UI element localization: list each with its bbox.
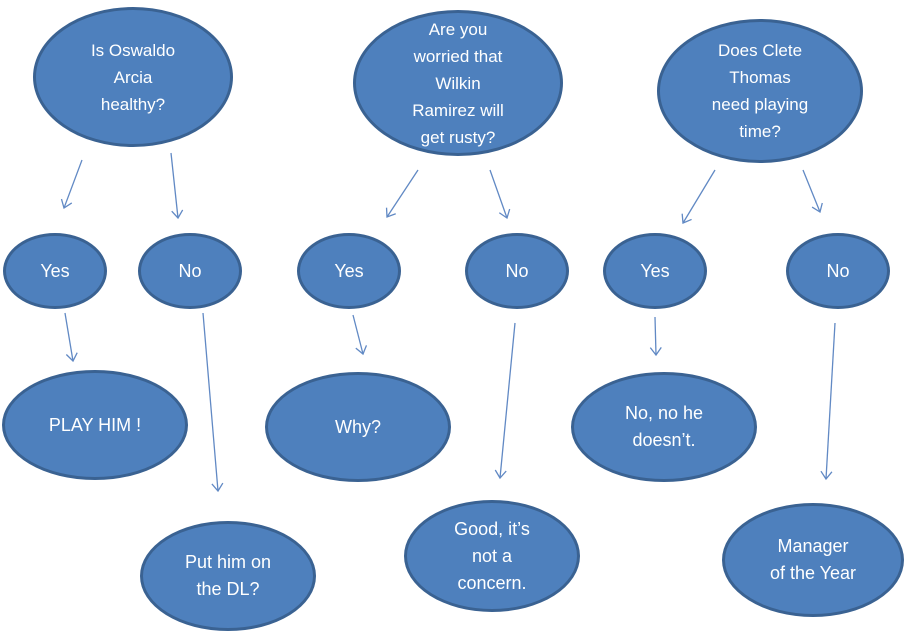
node-yes-2: Yes <box>297 233 401 309</box>
node-label: Good, it’s not a concern. <box>454 518 530 593</box>
arrow-q2-to-yes2 <box>385 169 419 218</box>
node-yes-3: Yes <box>603 233 707 309</box>
arrow-yes1-to-play-him <box>64 312 78 363</box>
node-label: Does Clete Thomas need playing time? <box>711 41 809 141</box>
arrow-no1-to-put-on-dl <box>202 312 224 493</box>
node-label: No, no he doesn’t. <box>624 403 704 450</box>
arrow-q3-to-no3 <box>802 169 823 214</box>
arrow-q1-to-yes1 <box>60 159 83 210</box>
node-put-him-on-dl: Put him on the DL? <box>140 521 316 631</box>
node-label: Are you worried that Wilkin Ramirez will… <box>412 19 504 147</box>
node-label: No <box>826 260 850 281</box>
node-play-him: PLAY HIM ! <box>2 370 188 480</box>
node-label: Yes <box>40 260 70 281</box>
node-label: Is Oswaldo Arcia healthy? <box>90 40 176 114</box>
arrow-q3-to-yes3 <box>681 169 716 224</box>
node-why: Why? <box>265 372 451 482</box>
node-yes-1: Yes <box>3 233 107 309</box>
arrow-no2-to-not-a-concern <box>494 322 516 480</box>
node-label: Why? <box>334 416 381 437</box>
node-label: Yes <box>640 260 670 281</box>
arrow-no3-to-manager-of-year <box>820 322 836 481</box>
node-question-wilkin-ramirez: Are you worried that Wilkin Ramirez will… <box>353 10 563 156</box>
node-label: Put him on the DL? <box>184 552 272 599</box>
arrow-yes3-to-no-he-doesnt <box>649 316 662 357</box>
node-manager-of-year: Manager of the Year <box>722 503 904 617</box>
arrow-q1-to-no1 <box>170 152 184 220</box>
node-not-a-concern: Good, it’s not a concern. <box>404 500 580 612</box>
node-no-1: No <box>138 233 242 309</box>
node-label: Manager of the Year <box>769 536 857 583</box>
node-no-2: No <box>465 233 569 309</box>
arrow-q2-to-no2 <box>489 169 511 220</box>
node-no-he-doesnt: No, no he doesn’t. <box>571 372 757 482</box>
node-label: No <box>178 260 202 281</box>
node-question-clete-thomas: Does Clete Thomas need playing time? <box>657 19 863 163</box>
node-question-oswaldo-arcia: Is Oswaldo Arcia healthy? <box>33 7 233 147</box>
node-label: Yes <box>334 260 364 281</box>
node-label: PLAY HIM ! <box>48 414 142 435</box>
node-no-3: No <box>786 233 890 309</box>
arrow-yes2-to-why <box>352 314 368 356</box>
node-label: No <box>505 260 529 281</box>
